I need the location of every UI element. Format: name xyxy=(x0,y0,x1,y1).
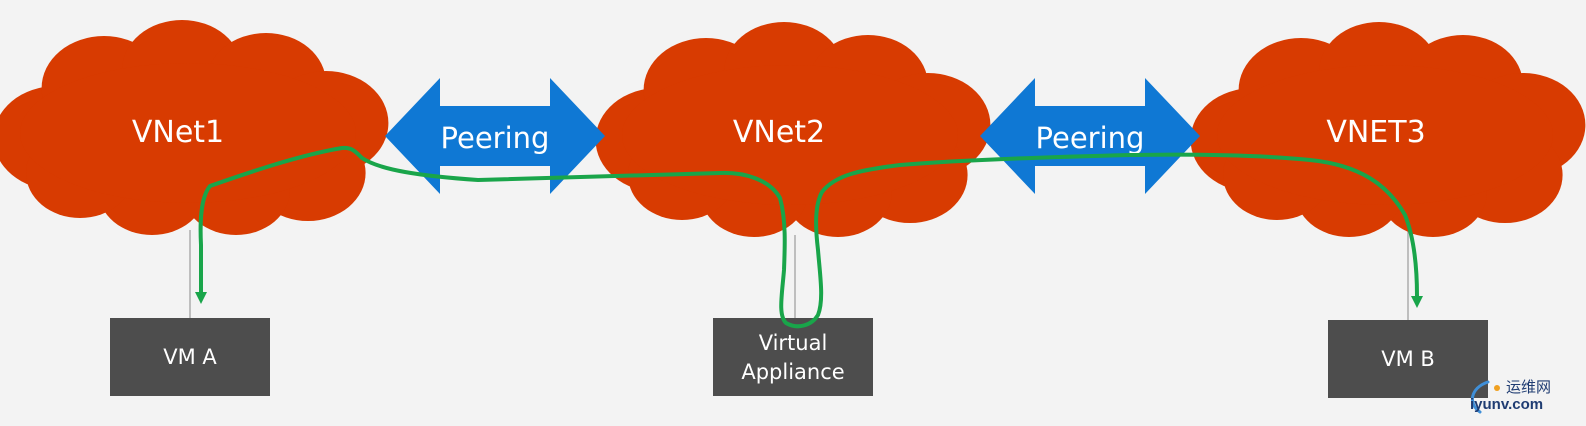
route-arrowhead-vma xyxy=(195,292,207,304)
virtual-appliance-label-line1: Virtual xyxy=(759,331,828,355)
vm-b-label: VM B xyxy=(1381,347,1435,371)
watermark-logo-icon xyxy=(1471,380,1500,414)
vnet1-label: VNet1 xyxy=(132,115,224,150)
peering-label-1: Peering xyxy=(441,121,550,155)
route-arrowhead-vmb xyxy=(1411,296,1423,308)
vnet2-label: VNet2 xyxy=(733,115,825,150)
vm-a-label: VM A xyxy=(163,345,217,369)
traffic-route-line xyxy=(198,145,1419,329)
watermark-cn: 运维网 xyxy=(1506,378,1552,396)
watermark-en: iyunv.com xyxy=(1470,396,1544,413)
vm-a-box xyxy=(110,318,270,396)
virtual-appliance-label-line2: Appliance xyxy=(741,360,844,384)
vnet3-label: VNET3 xyxy=(1326,115,1425,150)
vm-b-box xyxy=(1328,320,1488,398)
virtual-appliance-box xyxy=(713,318,873,396)
watermark: 运维网 iyunv.com xyxy=(1470,374,1580,418)
peering-label-2: Peering xyxy=(1036,121,1145,155)
